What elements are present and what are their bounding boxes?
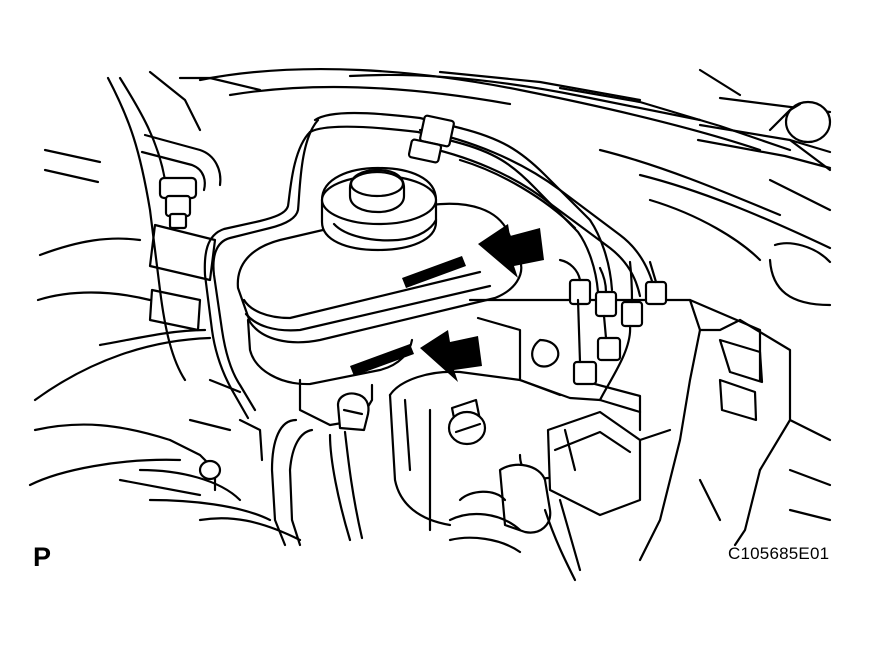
lower-left-components <box>118 378 302 542</box>
cowl-panels <box>198 68 832 262</box>
arrow-left-icon <box>420 330 482 382</box>
fender-structure <box>28 70 262 487</box>
view-letter-label: P <box>33 542 52 572</box>
right-bracket-panel <box>638 298 832 562</box>
brake-tubes <box>203 111 657 420</box>
arrow-left-icon <box>478 224 544 278</box>
strut-rod-right <box>696 100 832 307</box>
wire-harness-connector <box>448 410 642 582</box>
hose-fitting-left <box>140 133 222 332</box>
figure-id-label: C105685E01 <box>728 544 830 563</box>
